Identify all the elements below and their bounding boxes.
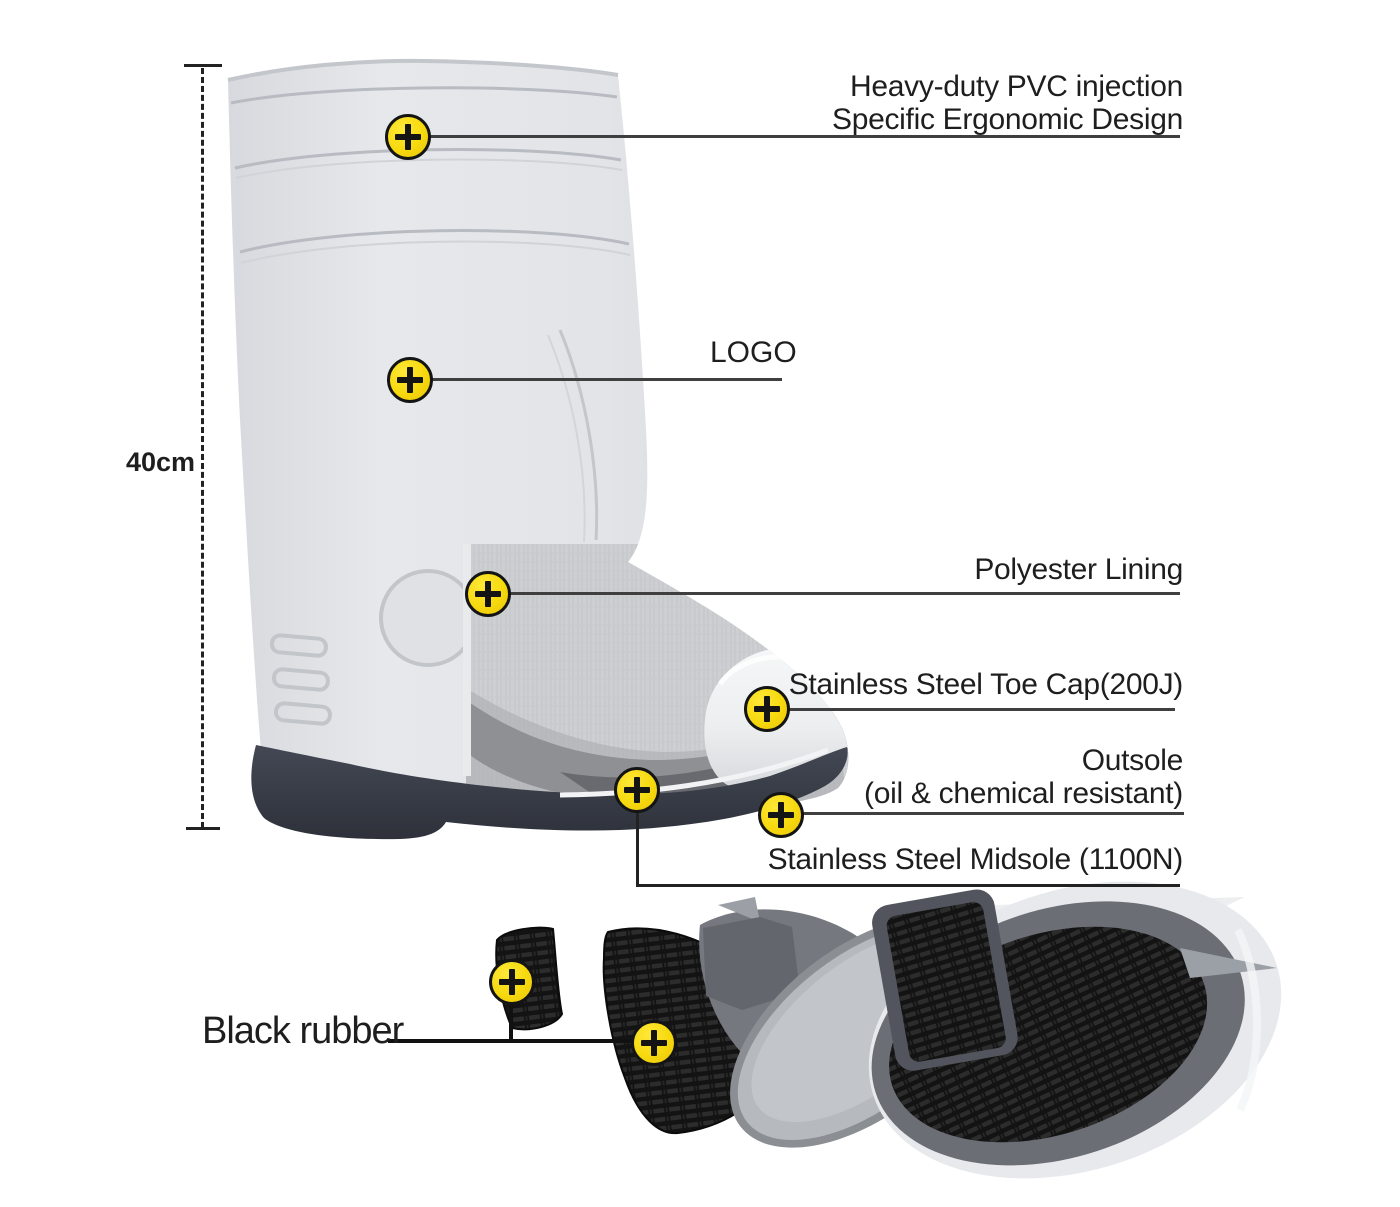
- lining-marker: [465, 571, 511, 617]
- rubber-sole-marker: [631, 1020, 677, 1066]
- callout-outsole: Outsole (oil & chemical resistant): [864, 744, 1183, 810]
- boot-outsole: [251, 745, 848, 840]
- callout-logo: LOGO: [710, 336, 797, 369]
- callout-pvc-line1: Heavy-duty PVC injection: [850, 70, 1183, 103]
- rubber-heel-marker: [489, 959, 535, 1005]
- callout-outsole-line2: (oil & chemical resistant): [864, 777, 1183, 810]
- callout-lining: Polyester Lining: [974, 553, 1183, 586]
- callout-black-rubber: Black rubber: [202, 1010, 404, 1052]
- heel-ribs: [269, 633, 332, 726]
- leader-line-outsole: [802, 812, 1184, 815]
- height-label: 40cm: [126, 447, 196, 477]
- callout-toecap: Stainless Steel Toe Cap(200J): [788, 668, 1184, 701]
- boot-bottom-view: [868, 881, 1282, 1179]
- leader-line-logo: [432, 378, 782, 381]
- callout-pvc-line2: Specific Ergonomic Design: [832, 103, 1183, 136]
- callout-midsole: Stainless Steel Midsole (1100N): [767, 843, 1184, 876]
- leader-line-lining: [510, 592, 1180, 595]
- toecap-marker: [744, 686, 790, 732]
- callout-pvc: Heavy-duty PVC injection Specific Ergono…: [832, 70, 1183, 136]
- midsole-line: [559, 747, 829, 798]
- logo-emboss-circle: [379, 569, 477, 667]
- leader-line-toecap: [789, 708, 1175, 711]
- dimension-tick-top: [184, 64, 222, 67]
- outsole-marker: [758, 792, 804, 838]
- leader-line-rubber-vertical: [509, 1003, 513, 1043]
- dimension-tick-bottom: [186, 827, 220, 830]
- logo-marker: [387, 357, 433, 403]
- height-dimension-line: [201, 68, 204, 828]
- leader-line-midsole-vertical: [636, 812, 639, 886]
- callout-outsole-line1: Outsole: [1081, 744, 1184, 777]
- pvc-marker: [385, 114, 431, 160]
- cutaway-edge: [463, 544, 471, 776]
- midsole-marker: [614, 767, 660, 813]
- leader-line-pvc: [430, 135, 1180, 138]
- leader-line-midsole: [636, 884, 1180, 887]
